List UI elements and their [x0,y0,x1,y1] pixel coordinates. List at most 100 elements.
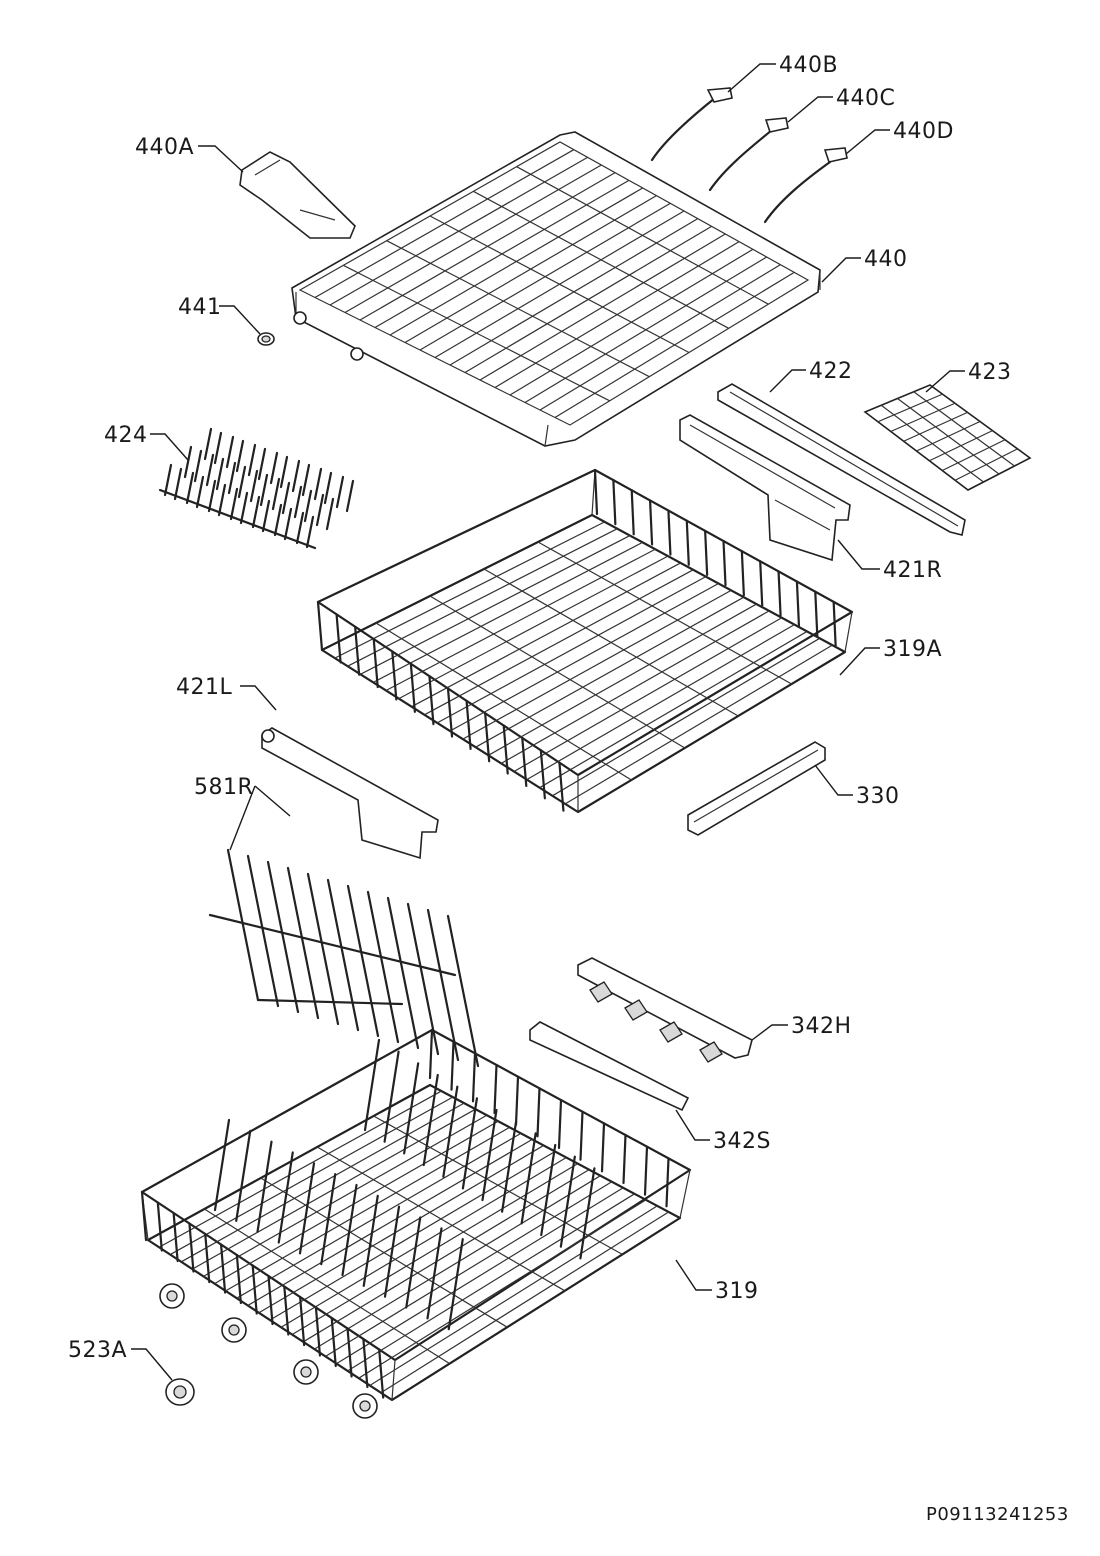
label-342S: 342S [713,1129,771,1154]
basket-upright [722,539,727,587]
basket-upright [600,1122,606,1173]
basket-upright [314,1306,322,1357]
basket-upright [557,1098,563,1150]
tine [215,457,225,491]
basket-wire [334,521,605,659]
basket-upright [665,1157,670,1208]
tine [225,435,235,469]
grid-line [880,404,984,483]
tine [293,485,303,519]
basket-upright [471,1052,477,1103]
tine [323,471,333,505]
rack-tine [446,914,480,1068]
basket-tine [579,1167,596,1260]
basket-upright [558,761,565,812]
tray-divider [429,215,690,354]
basket-tine [256,1140,273,1233]
rack-bar [208,913,457,977]
basket-wire [336,1187,624,1365]
part-440-cutlery-tray [291,131,821,447]
basket-wire [526,624,795,781]
basket-upright [267,1274,274,1326]
part-440C-wire [708,117,789,192]
part-342H-holder [577,957,753,1063]
basket-upright [172,1211,179,1263]
basket-wire [347,528,618,667]
basket-upright [643,1145,649,1196]
upper-basket-wires [316,468,837,812]
basket-upright [622,1133,627,1185]
basket-upright [465,699,472,750]
label-421R: 421R [883,558,942,583]
label-440A: 440A [135,135,194,160]
basket-wire [380,1211,669,1394]
basket-wire [247,1138,533,1306]
part-423-insert [863,384,1032,491]
basket-wire [564,644,833,805]
tray-divider [516,166,769,305]
rack-tine [386,896,420,1050]
part-424-tine-row [158,427,355,550]
tine [345,479,355,513]
label-581R: 581R [194,775,253,800]
basket-tine [461,1097,479,1190]
basket-wire [314,1175,601,1350]
label-319: 319 [715,1279,759,1304]
basket-upright [593,468,599,516]
tine [217,483,227,517]
basket-wire [258,1144,544,1314]
tray-slats [314,149,795,419]
basket-tine [277,1151,294,1244]
tine [251,495,261,529]
basket-wire [291,1163,579,1336]
basket-tine [426,1227,443,1320]
basket-upright [391,650,398,701]
basket-tine [405,1216,422,1309]
rack-bar [256,998,404,1006]
basket-wire [462,589,732,740]
basket-wire [236,1132,522,1299]
basket-wire [373,1115,623,1255]
basket-wire [539,630,808,789]
grid-line [897,398,1000,475]
basket-upright [446,687,454,738]
part-labels: 440B 440C 440D 440A 440 441 422 423 424 … [68,53,1012,1363]
tine [213,431,223,465]
part-523A-wheel [165,1378,195,1406]
label-421L: 421L [176,675,232,700]
tine [259,473,269,507]
label-423: 423 [968,360,1012,385]
basket-upright [814,590,819,637]
lower-basket-wires [140,1028,670,1399]
basket-wire [537,541,792,685]
basket-upright [428,1028,434,1080]
basket-wire [436,576,707,724]
basket-tine [403,1062,420,1155]
basket-tine [213,1118,231,1212]
part-441-bushing [257,332,275,346]
tine [237,465,247,499]
rack-tine [366,890,400,1044]
leader-lines [131,63,965,1381]
label-330: 330 [856,784,900,809]
basket-tine [383,1050,400,1143]
basket-upright [777,570,782,617]
label-523A: 523A [68,1338,127,1363]
label-440C: 440C [836,86,895,111]
tine [227,461,237,495]
label-440D: 440D [893,119,954,144]
tine [273,503,283,537]
holder-clip [589,981,613,1003]
part-581R-tine-rack [208,848,480,1068]
basket-wire [358,1199,647,1379]
holder-clip [699,1041,723,1063]
basket-upright [188,1222,195,1273]
basket-upright [667,509,672,556]
basket-wire [398,555,669,700]
basket-wire [552,637,821,797]
insert-grid-lines [877,391,1018,483]
basket-tine [481,1108,498,1202]
basket-wire [411,562,681,708]
basket-wire [316,1146,566,1292]
